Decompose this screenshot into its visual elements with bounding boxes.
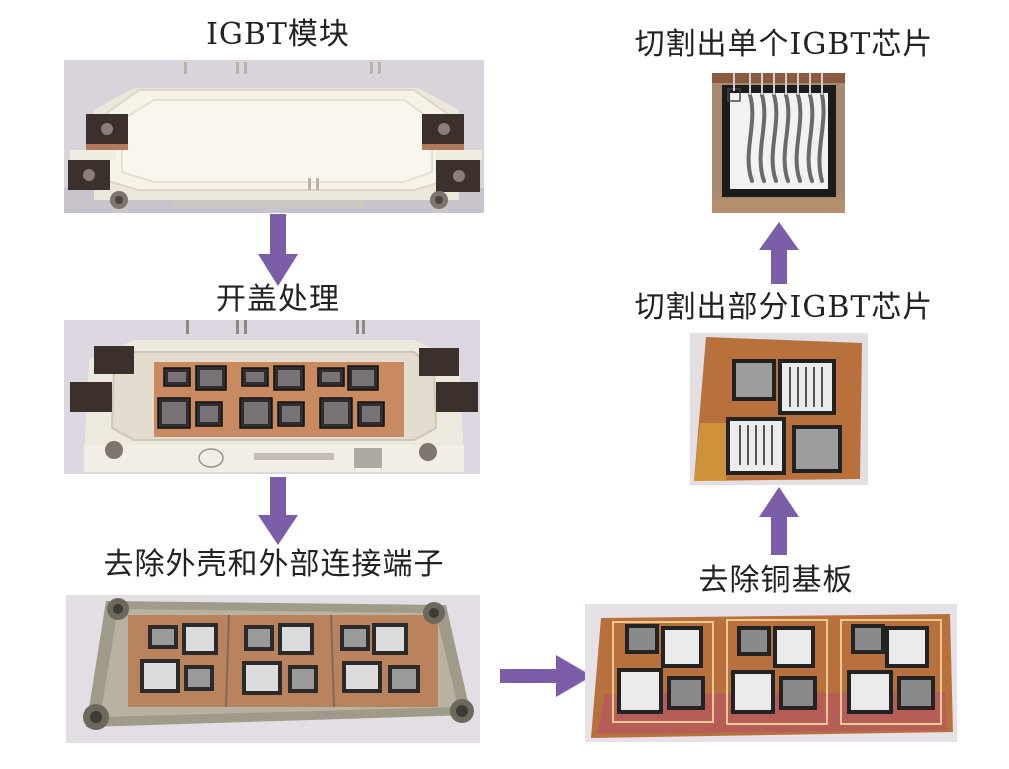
step-label-cut-single-chip: 切割出单个IGBT芯片 [634, 27, 934, 62]
power-terminal-icon [68, 114, 482, 192]
step-label-igbt-module: IGBT模块 [206, 17, 350, 52]
arrow-up-icon [759, 222, 799, 284]
photo-remove-shell-terminals [66, 595, 480, 743]
arrow-up-2 [757, 222, 801, 284]
arrow-down-icon [258, 214, 298, 286]
photo-open-cover [64, 320, 480, 474]
arrow-down-1 [256, 214, 300, 286]
step-label-cut-partial-chips: 切割出部分IGBT芯片 [634, 290, 934, 325]
arrow-down-2 [256, 477, 300, 545]
arrow-right [500, 653, 592, 699]
photo-igbt-module [64, 60, 484, 213]
step-label-open-cover: 开盖处理 [216, 282, 340, 317]
arrow-down-icon [258, 477, 298, 545]
photo-cut-single-chip [712, 73, 845, 213]
step-label-remove-shell-terminals: 去除外壳和外部连接端子 [103, 547, 445, 582]
photo-cut-partial-chips [690, 333, 868, 485]
photo-remove-copper-base [585, 604, 957, 742]
step-label-remove-copper-base: 去除铜基板 [698, 563, 854, 598]
arrow-up-icon [759, 487, 799, 555]
arrow-right-icon [500, 655, 592, 697]
arrow-up-1 [757, 487, 801, 555]
